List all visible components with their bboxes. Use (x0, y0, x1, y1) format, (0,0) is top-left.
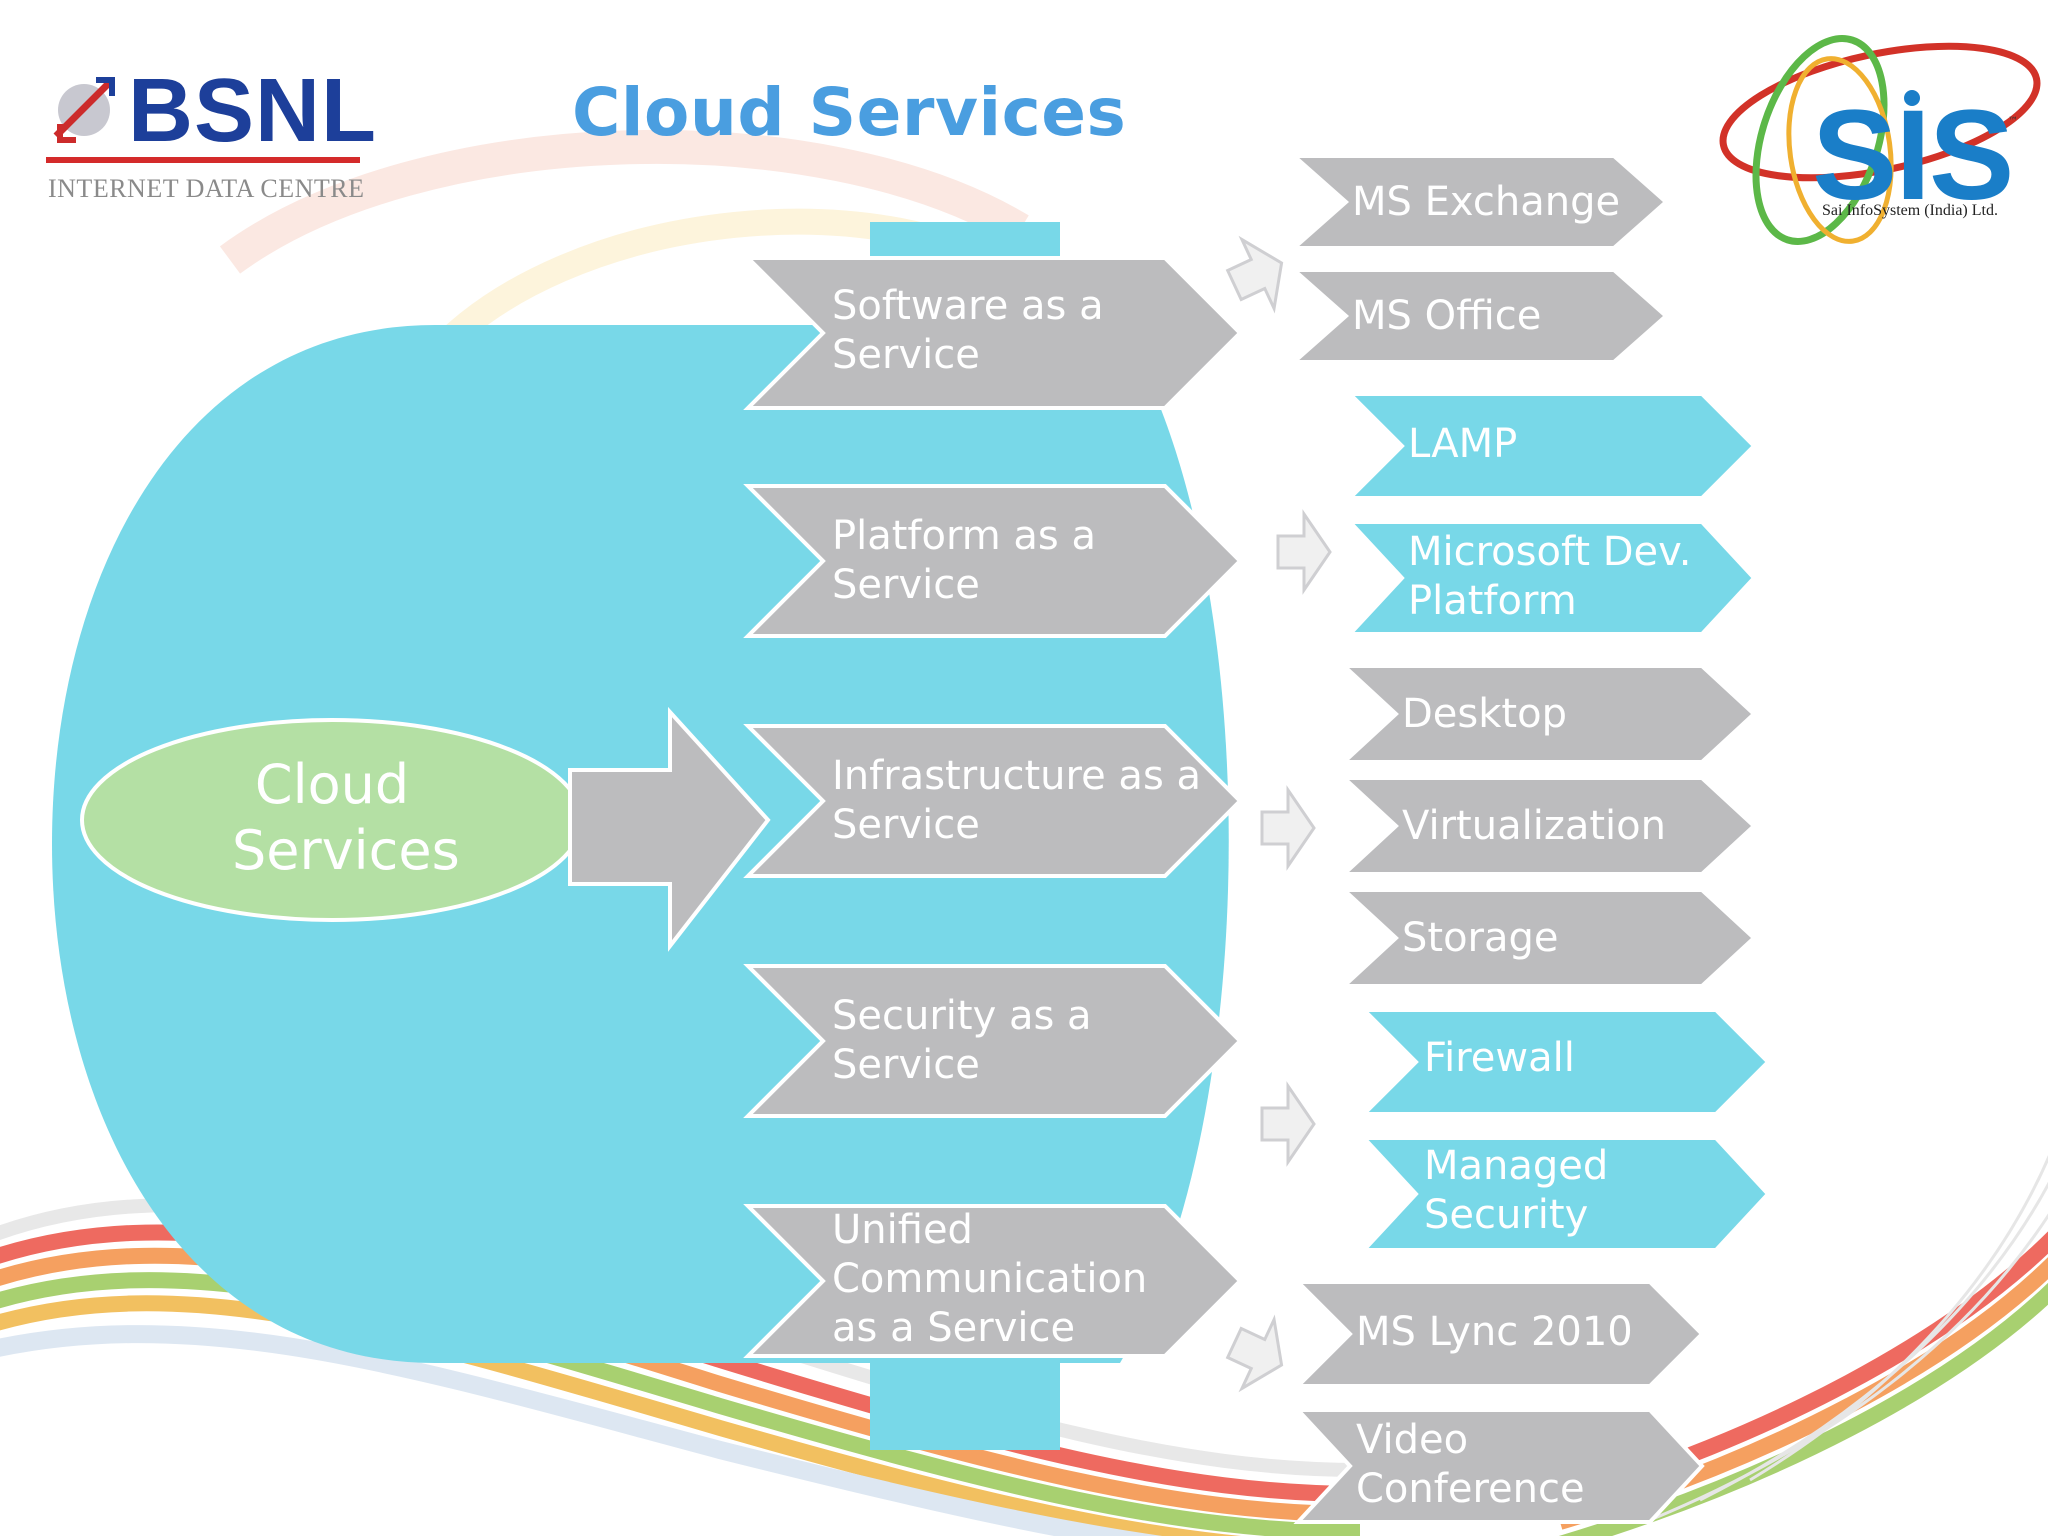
offering-chevron-storage (1338, 888, 1757, 988)
background-swirl (219, 129, 1029, 274)
slide-title: Cloud Services (572, 74, 1127, 151)
offering-label-virtualization: Virtualization (1402, 803, 1666, 849)
offering-label-ms-office: MS Office (1352, 293, 1542, 339)
service-chevron-security-as-a-service (743, 964, 1243, 1118)
service-chevron-software-as-a-service (743, 256, 1243, 410)
offering-label-lamp: LAMP (1408, 421, 1518, 467)
wave-line (1699, 1181, 2048, 1502)
offering-label-storage: Storage (1402, 915, 1559, 961)
sis-logo-subtitle: Sai InfoSystem (India) Ltd. (1822, 202, 1998, 219)
offering-label-ms-lync: MS Lync 2010 (1356, 1309, 1633, 1355)
offering-chevrons (1288, 154, 1771, 1524)
bsnl-underline (46, 157, 360, 163)
wave-stripe (0, 1247, 1361, 1522)
sis-logo-text: SIS (1812, 84, 2014, 227)
service-chevrons (743, 256, 1243, 1358)
bsnl-logo-text: BSNL (128, 61, 377, 161)
service-chevron-unified-communication-as-a-service (743, 1204, 1243, 1358)
cloud-services-label: Cloud Services (232, 753, 460, 882)
offering-chevron-lamp (1345, 392, 1757, 500)
service-label-iaas: Infrastructure as a Service (832, 753, 1202, 848)
offering-chevron-virtualization (1338, 776, 1757, 876)
offering-chevron-ms-exchange (1288, 154, 1670, 250)
bsnl-logo-mark (53, 77, 115, 143)
bsnl-logo-subtitle: INTERNET DATA CENTRE (48, 174, 365, 203)
offering-label-ms-dev-platform: Microsoft Dev. Platform (1408, 529, 1692, 624)
connector-arrow-4 (1260, 1081, 1316, 1167)
offering-chevron-video-conference (1293, 1408, 1705, 1524)
service-label-ucaas: Unified Communication as a Service (832, 1207, 1148, 1351)
offering-chevron-firewall (1359, 1008, 1771, 1116)
offering-label-managed-security: Managed Security (1424, 1143, 1609, 1238)
wave-stripe (0, 1272, 1361, 1536)
service-label-secaas: Security as a Service (832, 993, 1092, 1088)
offering-chevron-desktop (1338, 664, 1757, 764)
main-arrow (568, 706, 771, 952)
sis-logo-mark (1719, 35, 2041, 245)
wave-stripe (0, 1325, 1163, 1536)
service-label-saas: Software as a Service (832, 283, 1104, 378)
offering-chevron-managed-security (1359, 1136, 1771, 1252)
offering-label-desktop: Desktop (1402, 691, 1567, 737)
offering-chevron-ms-office (1288, 268, 1670, 364)
offering-label-firewall: Firewall (1424, 1035, 1575, 1081)
service-chevron-platform-as-a-service (743, 484, 1243, 638)
offering-chevron-microsoft-dev-platform (1345, 520, 1757, 636)
connector-arrows (1225, 235, 1332, 1393)
offering-label-ms-exchange: MS Exchange (1352, 179, 1621, 225)
offering-label-video-conference: Video Conference (1356, 1417, 1585, 1512)
connector-arrow-5 (1225, 1314, 1284, 1393)
connector-arrow-1 (1225, 235, 1284, 314)
service-chevron-infrastructure-as-a-service (743, 724, 1243, 878)
connector-arrow-3 (1260, 785, 1316, 871)
service-label-paas: Platform as a Service (832, 513, 1096, 608)
sis-trademark: ™ (2008, 116, 2018, 127)
wave-stripe (0, 1295, 1242, 1536)
connector-arrow-2 (1276, 509, 1332, 595)
wave-line (1749, 1154, 2048, 1482)
offering-chevron-ms-lync-2010 (1293, 1280, 1705, 1388)
